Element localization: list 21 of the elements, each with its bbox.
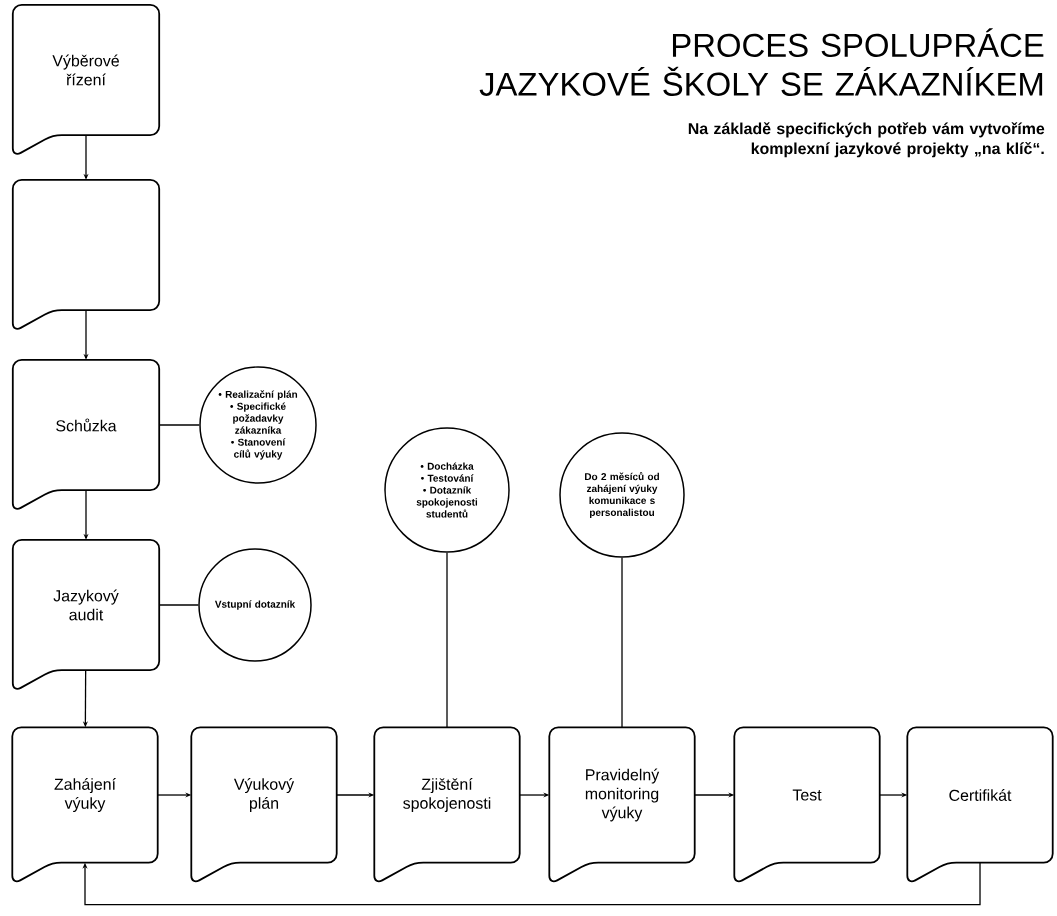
speech-bubble-box: Zjištění spokojenosti [373, 726, 521, 883]
speech-bubble-box [11, 178, 161, 330]
speech-bubble-box: Výukový plán [190, 726, 338, 883]
circle-note: • Docházka • Testování • Dotazník spokojenosti studentů [384, 427, 510, 553]
connector-line [158, 424, 200, 426]
connector-line [621, 557, 623, 728]
speech-bubble-box: Schůzka [11, 358, 161, 510]
arrow [82, 862, 981, 906]
speech-bubble-box: Jazykový audit [11, 538, 161, 690]
circle-note: Do 2 měsíců od zahájení výuky komunikace s personalistou [559, 432, 685, 558]
connector-line [446, 552, 448, 728]
title: PROCES SPOLUPRÁCE JAZYKOVÉ ŠKOLY SE ZÁKAZNÍKEM [479, 28, 1044, 96]
speech-bubble-box: Pravidelný monitoring výuky [548, 726, 696, 883]
connector-line [158, 604, 199, 606]
speech-bubble-box: Zahájení výuky [11, 726, 159, 883]
subtitle: Na základě specifických potřeb vám vytvoříme komplexní jazykové projekty „na klíč“. [688, 122, 1045, 158]
speech-bubble-box: Test [733, 726, 881, 883]
speech-bubble-box: Certifikát [906, 726, 1054, 883]
circle-note: Vstupní dotazník [198, 548, 312, 662]
speech-bubble-box: Výběrové řízení [11, 3, 161, 155]
circle-note: • Realizační plán • Specifické požadavky zákazníka • Stanovení cílů výuky [199, 366, 317, 484]
